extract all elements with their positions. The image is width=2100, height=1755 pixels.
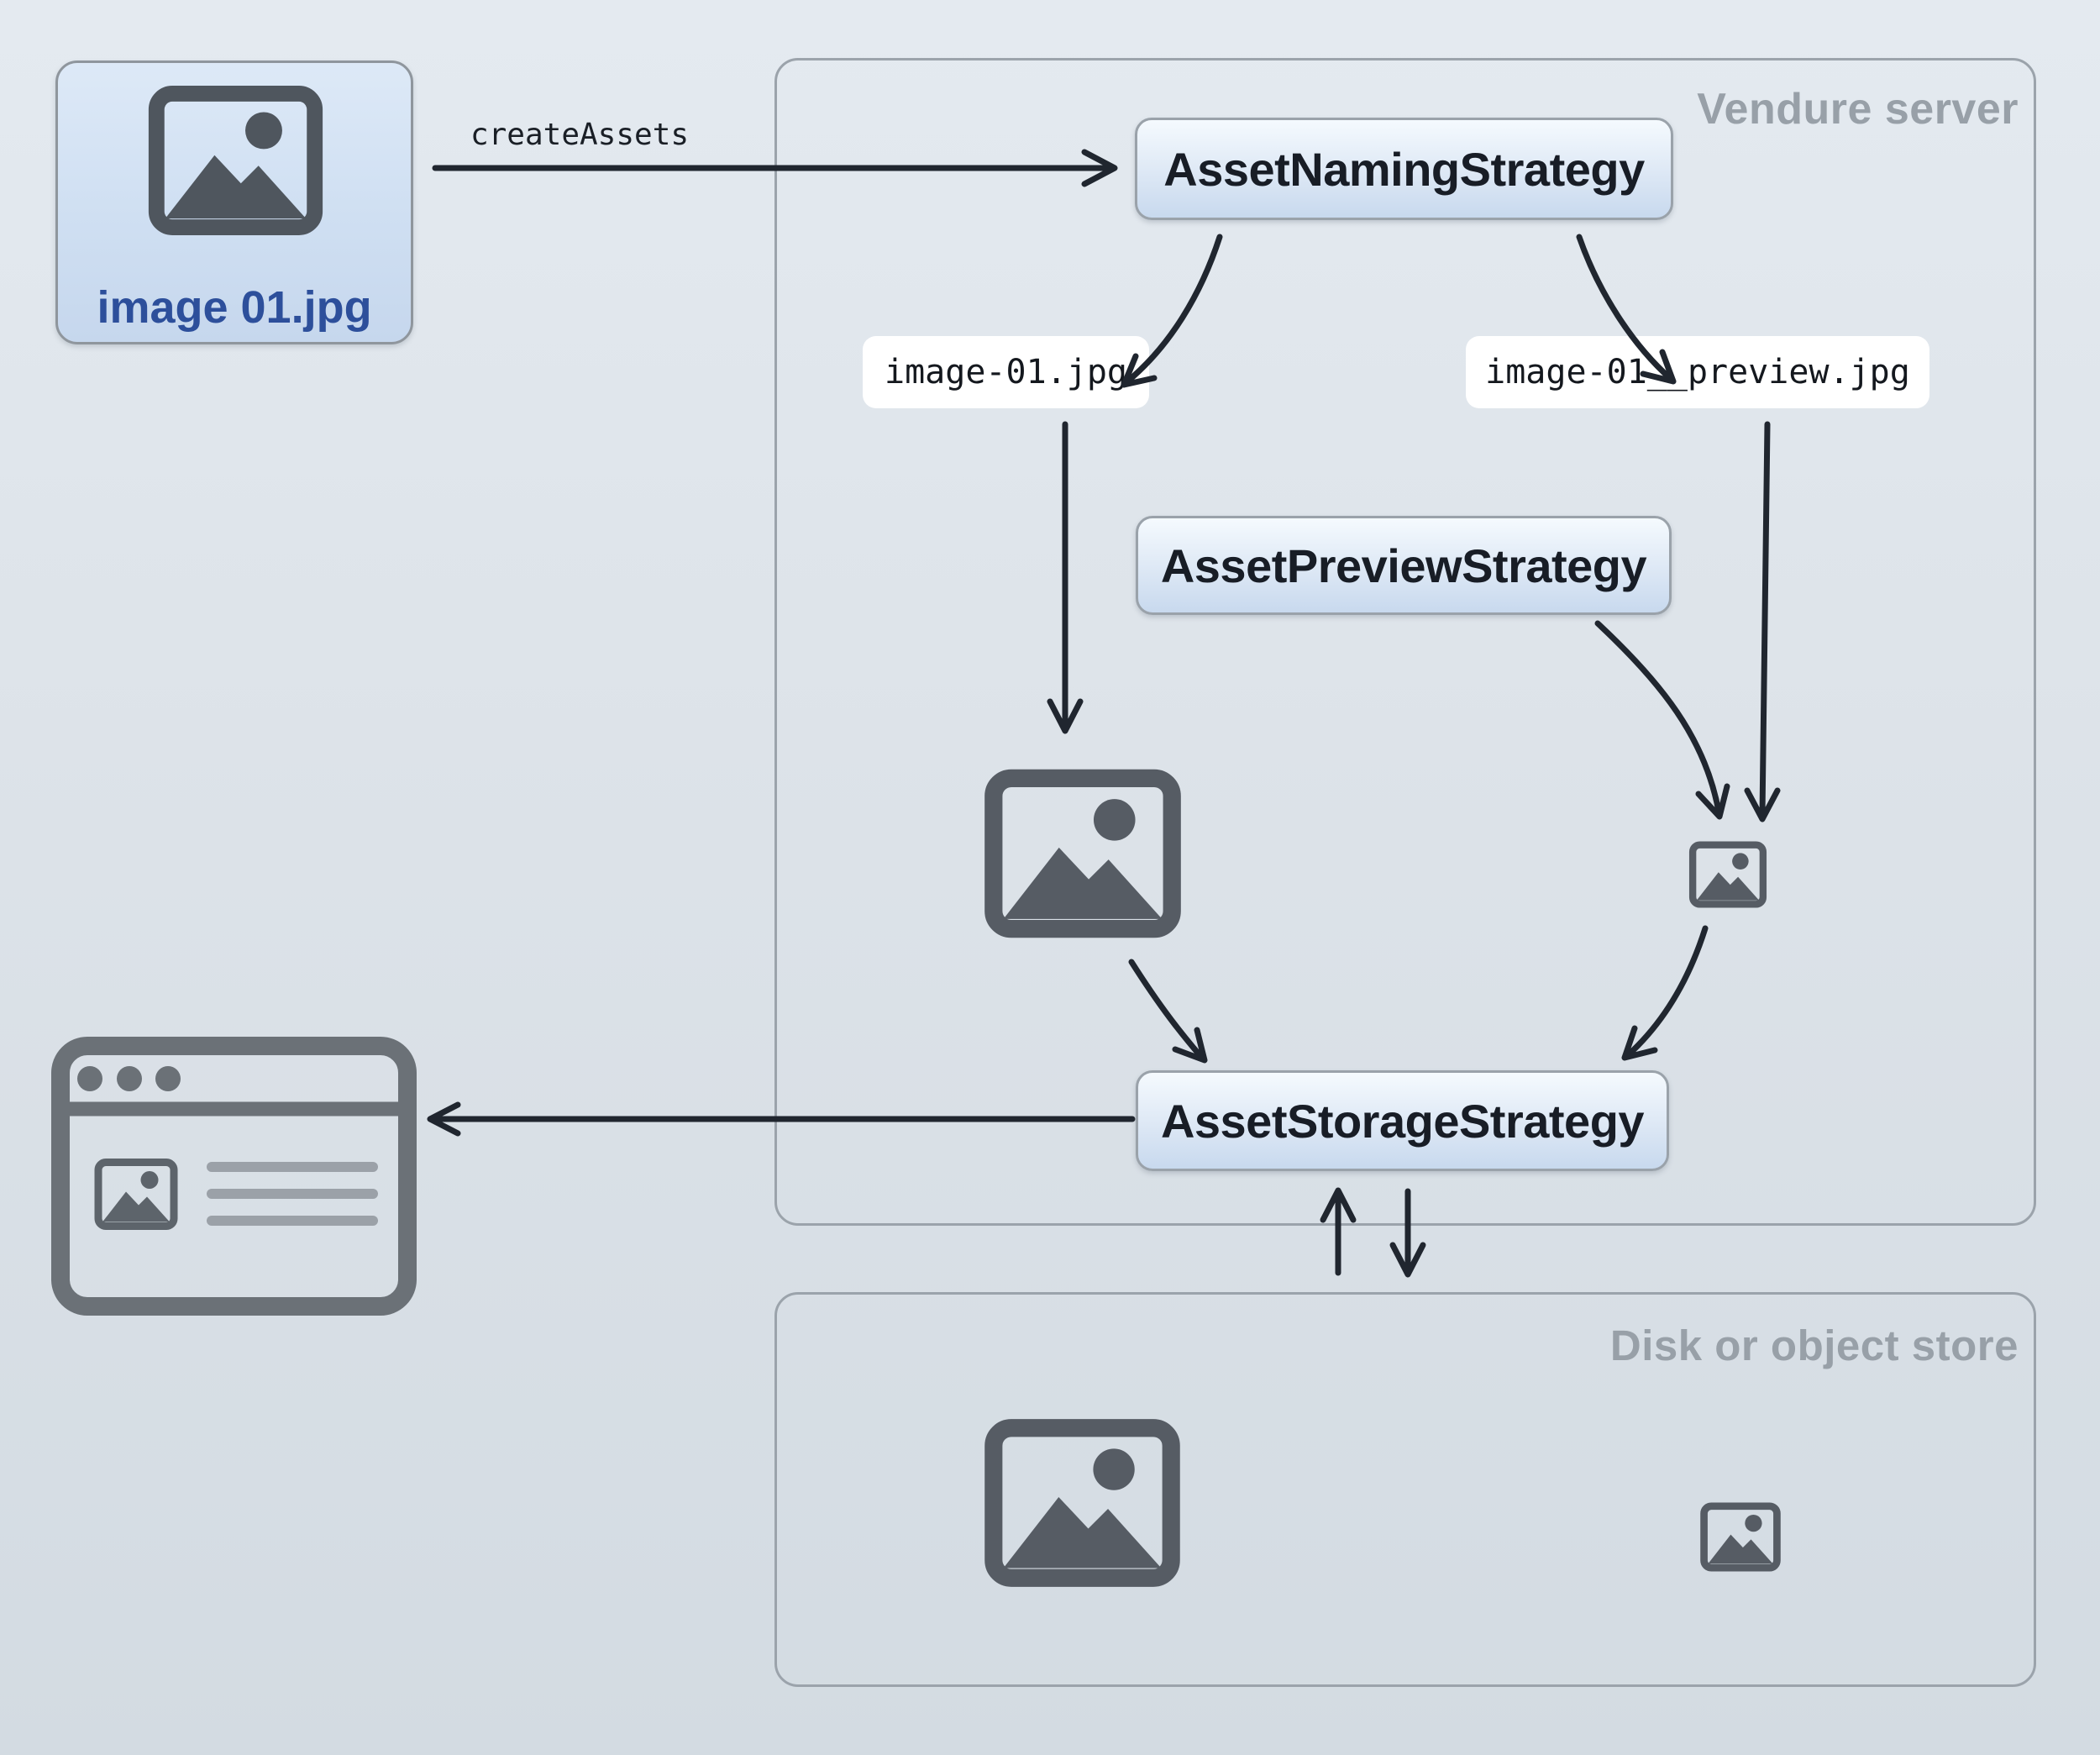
browser-window-icon (51, 1037, 417, 1316)
preview-asset-picture-icon (1687, 841, 1769, 908)
stored-preview-picture-icon (1697, 1502, 1784, 1572)
disk-store-container (774, 1292, 2036, 1687)
disk-store-label: Disk or object store (1609, 1322, 2019, 1369)
stored-original-picture-icon (983, 1418, 1182, 1588)
file-preview-pill: image-01__preview.jpg (1466, 336, 1929, 408)
asset-naming-strategy-box: AssetNamingStrategy (1135, 118, 1673, 220)
browser-content-picture-icon (98, 1163, 174, 1227)
original-asset-picture-icon (984, 768, 1182, 939)
source-image-label: image 01.jpg (97, 282, 372, 333)
vendure-server-container (774, 58, 2036, 1226)
picture-icon (147, 85, 324, 236)
asset-preview-strategy-box: AssetPreviewStrategy (1136, 516, 1672, 615)
browser-content-text-lines (207, 1162, 378, 1226)
asset-storage-strategy-box: AssetStorageStrategy (1136, 1070, 1669, 1171)
create-assets-edge-label: createAssets (470, 118, 690, 152)
file-original-pill: image-01.jpg (863, 336, 1149, 408)
source-image-card: image 01.jpg (55, 60, 413, 344)
vendure-server-label: Vendure server (1697, 85, 2019, 134)
